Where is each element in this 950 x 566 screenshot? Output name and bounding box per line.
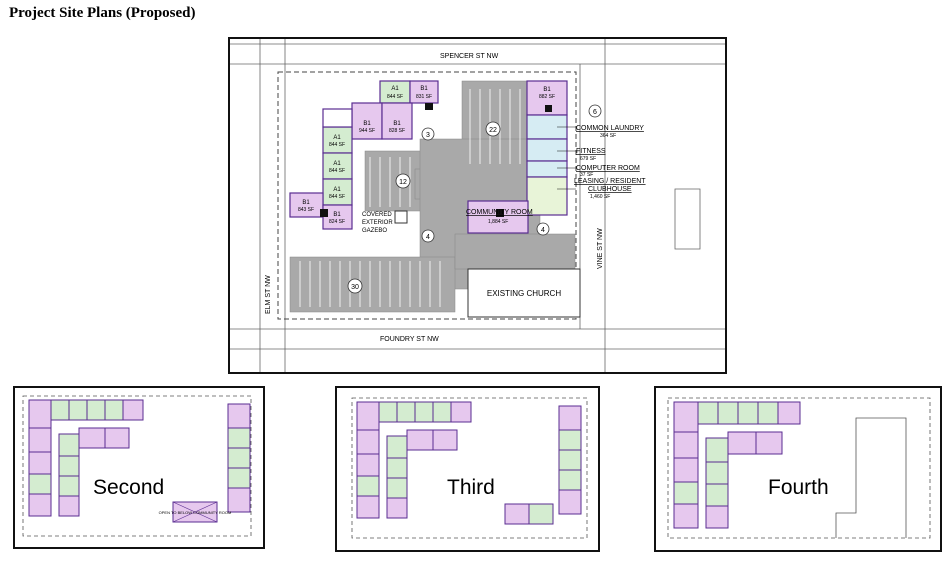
svg-text:844 SF: 844 SF (329, 142, 345, 148)
svg-text:944 SF: 944 SF (359, 128, 375, 134)
floor-plan-third: Third (335, 386, 600, 552)
gazebo-label: COVERED (362, 212, 392, 218)
svg-text:A1: A1 (391, 86, 399, 92)
svg-text:B1: B1 (302, 200, 310, 206)
community-room-label: COMMUNITY ROOM (466, 209, 533, 216)
floor-label-third: Third (447, 476, 495, 499)
parking-count-4: 4 (426, 234, 430, 241)
svg-text:844 SF: 844 SF (387, 94, 403, 100)
computer-room-label: COMPUTER ROOM (576, 165, 640, 172)
svg-text:B1: B1 (543, 87, 551, 93)
svg-text:1,884 SF: 1,884 SF (488, 219, 508, 225)
common-laundry-label: COMMON LAUNDRY (576, 125, 644, 132)
unit-b1 (351, 102, 383, 140)
street-north: SPENCER ST NW (440, 53, 499, 60)
svg-text:CLUBHOUSE: CLUBHOUSE (588, 186, 632, 193)
svg-text:A1: A1 (333, 187, 341, 193)
leasing-label: LEASING / RESIDENT (574, 178, 646, 185)
floor-plan-second: OPEN TO BELOW COMMUNITY ROOM Second (13, 386, 265, 549)
unit-b1 (381, 102, 413, 140)
svg-text:824 SF: 824 SF (329, 219, 345, 225)
svg-text:1,460 SF: 1,460 SF (590, 194, 610, 200)
parking-count-22: 22 (489, 127, 497, 134)
site-plan-drawing: EXISTING CHURCH A1 844 SF B1 831 SF B1 9… (230, 39, 725, 372)
svg-text:844 SF: 844 SF (329, 168, 345, 174)
open-to-below-note: OPEN TO BELOW COMMUNITY ROOM (159, 510, 232, 515)
page-title: Project Site Plans (Proposed) (9, 5, 196, 21)
parking-count-3: 3 (426, 132, 430, 139)
fitness-room (526, 138, 568, 162)
svg-text:EXTERIOR: EXTERIOR (362, 220, 393, 226)
parking-count-30: 30 (351, 284, 359, 291)
floor-label-second: Second (93, 476, 165, 499)
existing-church-label: EXISTING CHURCH (487, 289, 561, 298)
svg-text:882 SF: 882 SF (539, 94, 555, 100)
svg-text:B1: B1 (363, 121, 371, 127)
svg-text:364 SF: 364 SF (600, 133, 616, 139)
parking-count-6: 6 (593, 109, 597, 116)
svg-text:679 SF: 679 SF (580, 156, 596, 162)
svg-text:B1: B1 (393, 121, 401, 127)
computer-room (526, 160, 568, 178)
svg-text:828 SF: 828 SF (389, 128, 405, 134)
svg-text:A1: A1 (333, 161, 341, 167)
site-plan-frame: EXISTING CHURCH A1 844 SF B1 831 SF B1 9… (228, 37, 727, 374)
floor-plan-fourth: Fourth (654, 386, 942, 552)
svg-text:A1: A1 (333, 135, 341, 141)
svg-text:844 SF: 844 SF (329, 194, 345, 200)
floor-label-fourth: Fourth (768, 476, 829, 499)
svg-text:37 SF: 37 SF (580, 172, 593, 178)
svg-text:GAZEBO: GAZEBO (362, 228, 387, 234)
svg-text:B1: B1 (420, 86, 428, 92)
parking-count-4b: 4 (541, 227, 545, 234)
street-west: ELM ST NW (265, 275, 272, 314)
svg-text:831 SF: 831 SF (416, 94, 432, 100)
unit-b1 (409, 80, 439, 104)
svg-text:B1: B1 (333, 212, 341, 218)
street-south: FOUNDRY ST NW (380, 336, 439, 343)
street-east: VINE ST NW (597, 228, 604, 269)
gazebo-icon (394, 210, 408, 224)
svg-text:843 SF: 843 SF (298, 207, 314, 213)
parking-count-12: 12 (399, 179, 407, 186)
fitness-label: FITNESS (576, 148, 606, 155)
clubhouse-room (526, 176, 568, 216)
